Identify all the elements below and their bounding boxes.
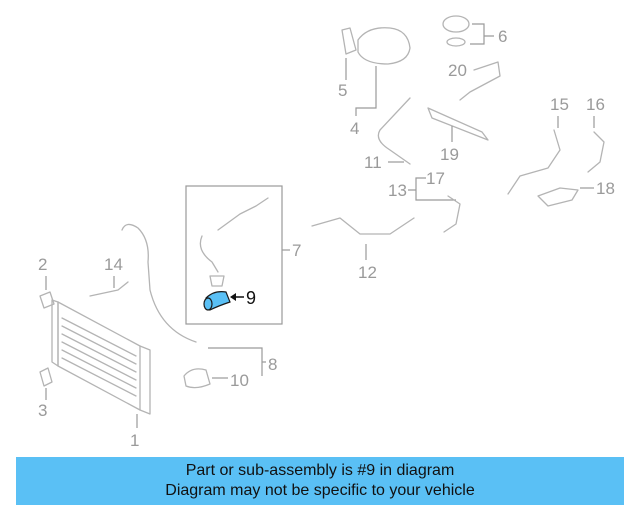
radiator-part-1 (51, 299, 151, 415)
callout-5: 5 (338, 81, 347, 100)
callout-8: 8 (268, 355, 277, 374)
callout-3: 3 (38, 401, 47, 420)
callout-7: 7 (292, 241, 301, 260)
callout-2: 2 (38, 255, 47, 274)
callout-13: 13 (388, 181, 407, 200)
expansion-tank-part-4 (341, 27, 411, 65)
hose-assembly-part-7 (199, 197, 269, 287)
leader-8 (208, 347, 266, 376)
info-banner: Part or sub-assembly is #9 in diagram Di… (16, 457, 624, 505)
hose-part-17 (443, 195, 461, 233)
callout-15: 15 (550, 95, 569, 114)
callout-1: 1 (130, 431, 139, 450)
banner-line-1: Part or sub-assembly is #9 in diagram (185, 462, 455, 479)
callout-14: 14 (104, 255, 123, 274)
bracket-part-19 (427, 107, 489, 141)
callout-4: 4 (350, 119, 359, 138)
fitting-part-10 (183, 368, 211, 389)
highlighted-part-9 (203, 291, 231, 311)
callout-12: 12 (358, 263, 377, 282)
parts-diagram: 1 2 3 5 4 6 7 9 14 10 8 (38, 15, 615, 450)
callout-19: 19 (440, 145, 459, 164)
hose-part-20 (459, 61, 501, 101)
callout-10: 10 (230, 371, 249, 390)
banner-line-2: Diagram may not be specific to your vehi… (165, 482, 475, 499)
arrowhead-9 (230, 293, 236, 301)
callout-17: 17 (426, 169, 445, 188)
callout-9: 9 (246, 288, 256, 308)
pipe-part-11 (377, 97, 411, 165)
callout-6: 6 (498, 27, 507, 46)
leader-4-5 (345, 58, 377, 116)
assembly-box-7 (185, 185, 283, 325)
clip-part-2 (39, 291, 55, 309)
clip-part-3 (39, 367, 53, 387)
hose-part-18 (537, 187, 579, 207)
callout-18: 18 (596, 179, 615, 198)
hose-part-15 (507, 129, 561, 195)
pipe-part-12 (311, 217, 415, 235)
callout-11: 11 (364, 153, 382, 172)
leader-13 (408, 177, 456, 201)
hose-part-14 (89, 223, 197, 343)
cap-part-6 (442, 15, 470, 47)
hose-part-16 (587, 131, 605, 173)
leader-6 (470, 23, 494, 45)
callout-16: 16 (586, 95, 605, 114)
callout-20: 20 (448, 61, 467, 80)
